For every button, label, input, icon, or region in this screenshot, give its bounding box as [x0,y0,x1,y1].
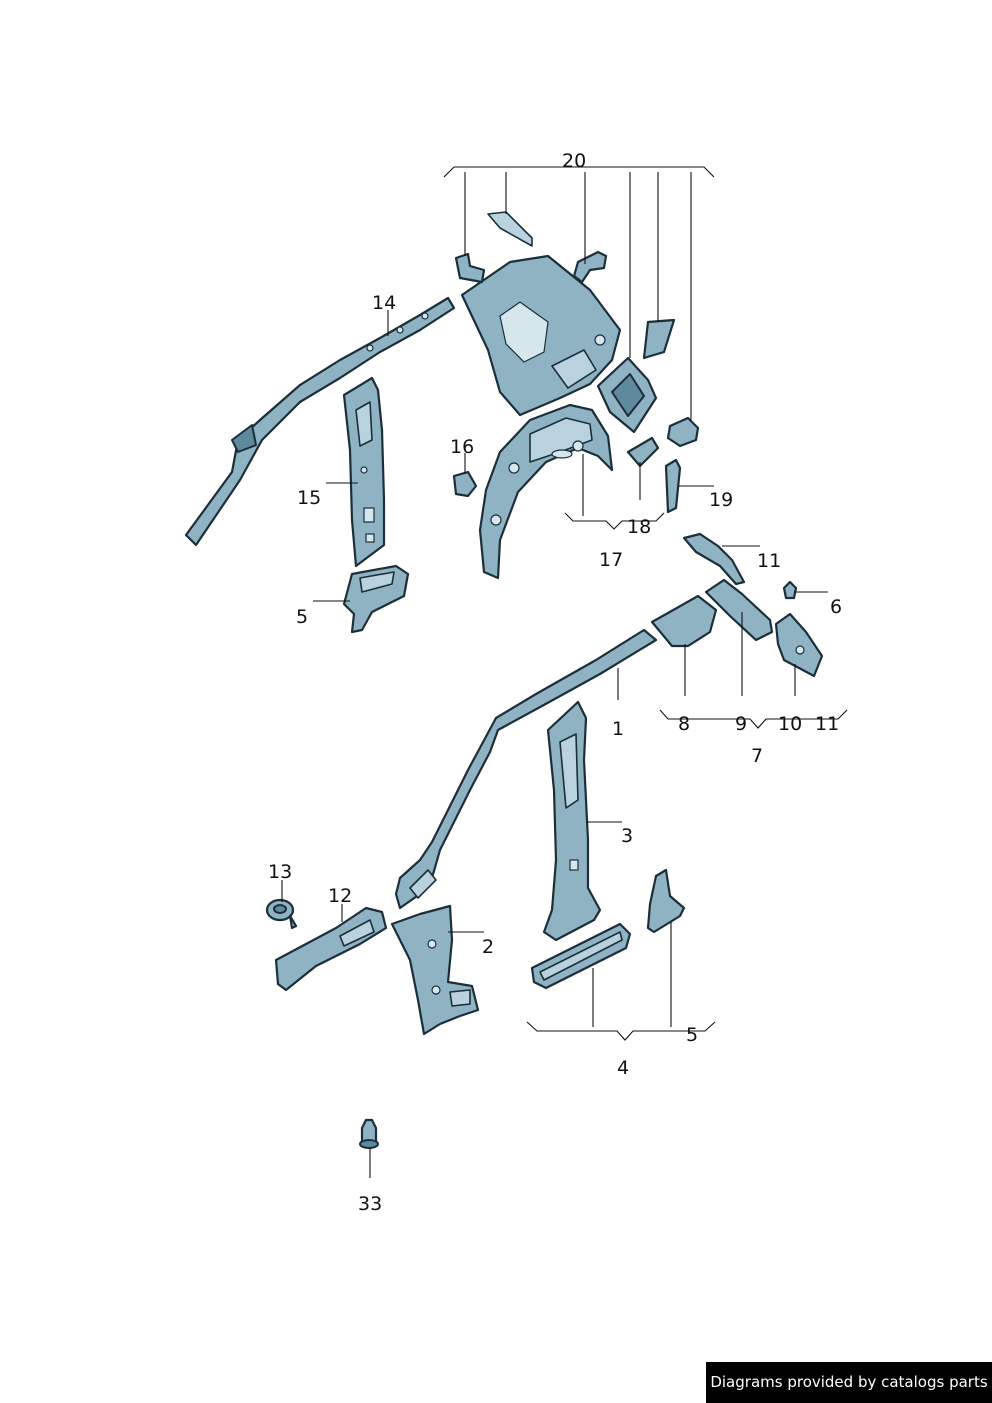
part-18-bracket [626,436,660,468]
part-20-clip-f [666,416,700,448]
part-19-strip [664,458,682,514]
callout-33: 33 [358,1193,382,1215]
callout-7: 7 [751,745,763,767]
callout-1: 1 [612,718,624,740]
part-5-bracket-lower [646,868,686,934]
callout-4: 4 [617,1057,629,1079]
part-10-rail-end [774,612,824,678]
part-11-bracket-upper [682,532,746,586]
part-20-quarter-panel-inner [460,254,622,417]
callout-9: 9 [735,713,747,735]
callout-14: 14 [372,292,396,314]
part-14-roof-rail [184,296,456,547]
part-20-small-plate-b [487,211,533,247]
part-15-pillar-reinforcement [342,376,386,568]
part-16-clip [452,470,478,498]
part-20-gusset-d [642,318,676,360]
callout-5-upper: 5 [296,606,308,628]
part-6-clip [782,580,798,600]
part-2-hinge-pillar [390,904,480,1036]
callout-labels: 20 14 16 15 5 17 18 19 11 6 1 8 9 10 11 … [268,150,842,1215]
leader-lines [281,166,848,1178]
callout-17: 17 [599,549,623,571]
callout-19: 19 [709,489,733,511]
callout-2: 2 [482,936,494,958]
callout-13: 13 [268,861,292,883]
part-5-bracket-upper [342,564,410,634]
part-9-rail-piece [704,578,774,642]
part-1-a-pillar-roof-rail [394,628,658,910]
callout-11-lower: 11 [815,713,839,735]
callout-20: 20 [562,150,586,172]
part-20-small-bracket-c [572,250,608,284]
part-8-rail-extension [650,594,718,648]
callout-5-lower: 5 [686,1024,698,1046]
part-20-small-bracket-a [454,252,486,284]
part-20-gusset-e [596,356,658,434]
callout-15: 15 [297,487,321,509]
part-4-sill [530,922,632,990]
part-13-grommet [265,898,298,930]
callout-11-upper: 11 [757,550,781,572]
part-33-nut [359,1118,379,1149]
callout-8: 8 [678,713,690,735]
callout-3: 3 [621,825,633,847]
callout-18: 18 [627,516,651,538]
callout-16: 16 [450,436,474,458]
part-17-wheel-arch [478,403,614,580]
credit-banner: Diagrams provided by catalogs parts [706,1362,992,1403]
part-3-b-pillar [542,700,602,942]
callout-6: 6 [830,596,842,618]
callout-12: 12 [328,885,352,907]
callout-10: 10 [778,713,802,735]
part-12-front-sill [274,906,388,992]
